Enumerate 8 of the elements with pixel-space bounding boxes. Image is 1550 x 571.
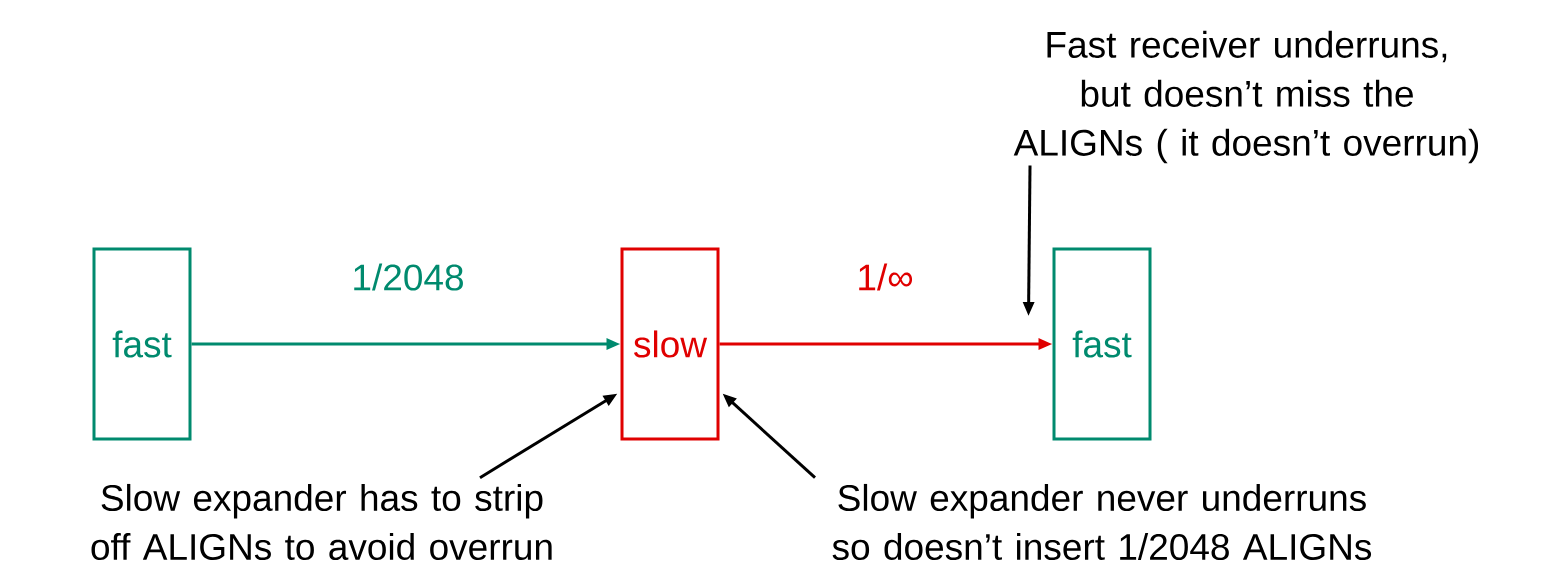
annotation-text: Slow expander never underruns so doesn’t insert 1/2048 ALIGNs [832, 483, 1372, 561]
edge-label: 1/∞ [859, 263, 913, 291]
edge-label: 1/2048 [354, 263, 463, 291]
rate-box: fast [92, 247, 192, 441]
annotation-text: Slow expander has to strip off ALIGNs to avoid overrun [91, 483, 552, 561]
rate-box: fast [1052, 247, 1152, 441]
rate-box: slow [620, 247, 720, 441]
annotation-text: Fast receiver underruns, but doesn’t miss the ALIGNs ( it doesn’t overrun) [1013, 30, 1479, 164]
